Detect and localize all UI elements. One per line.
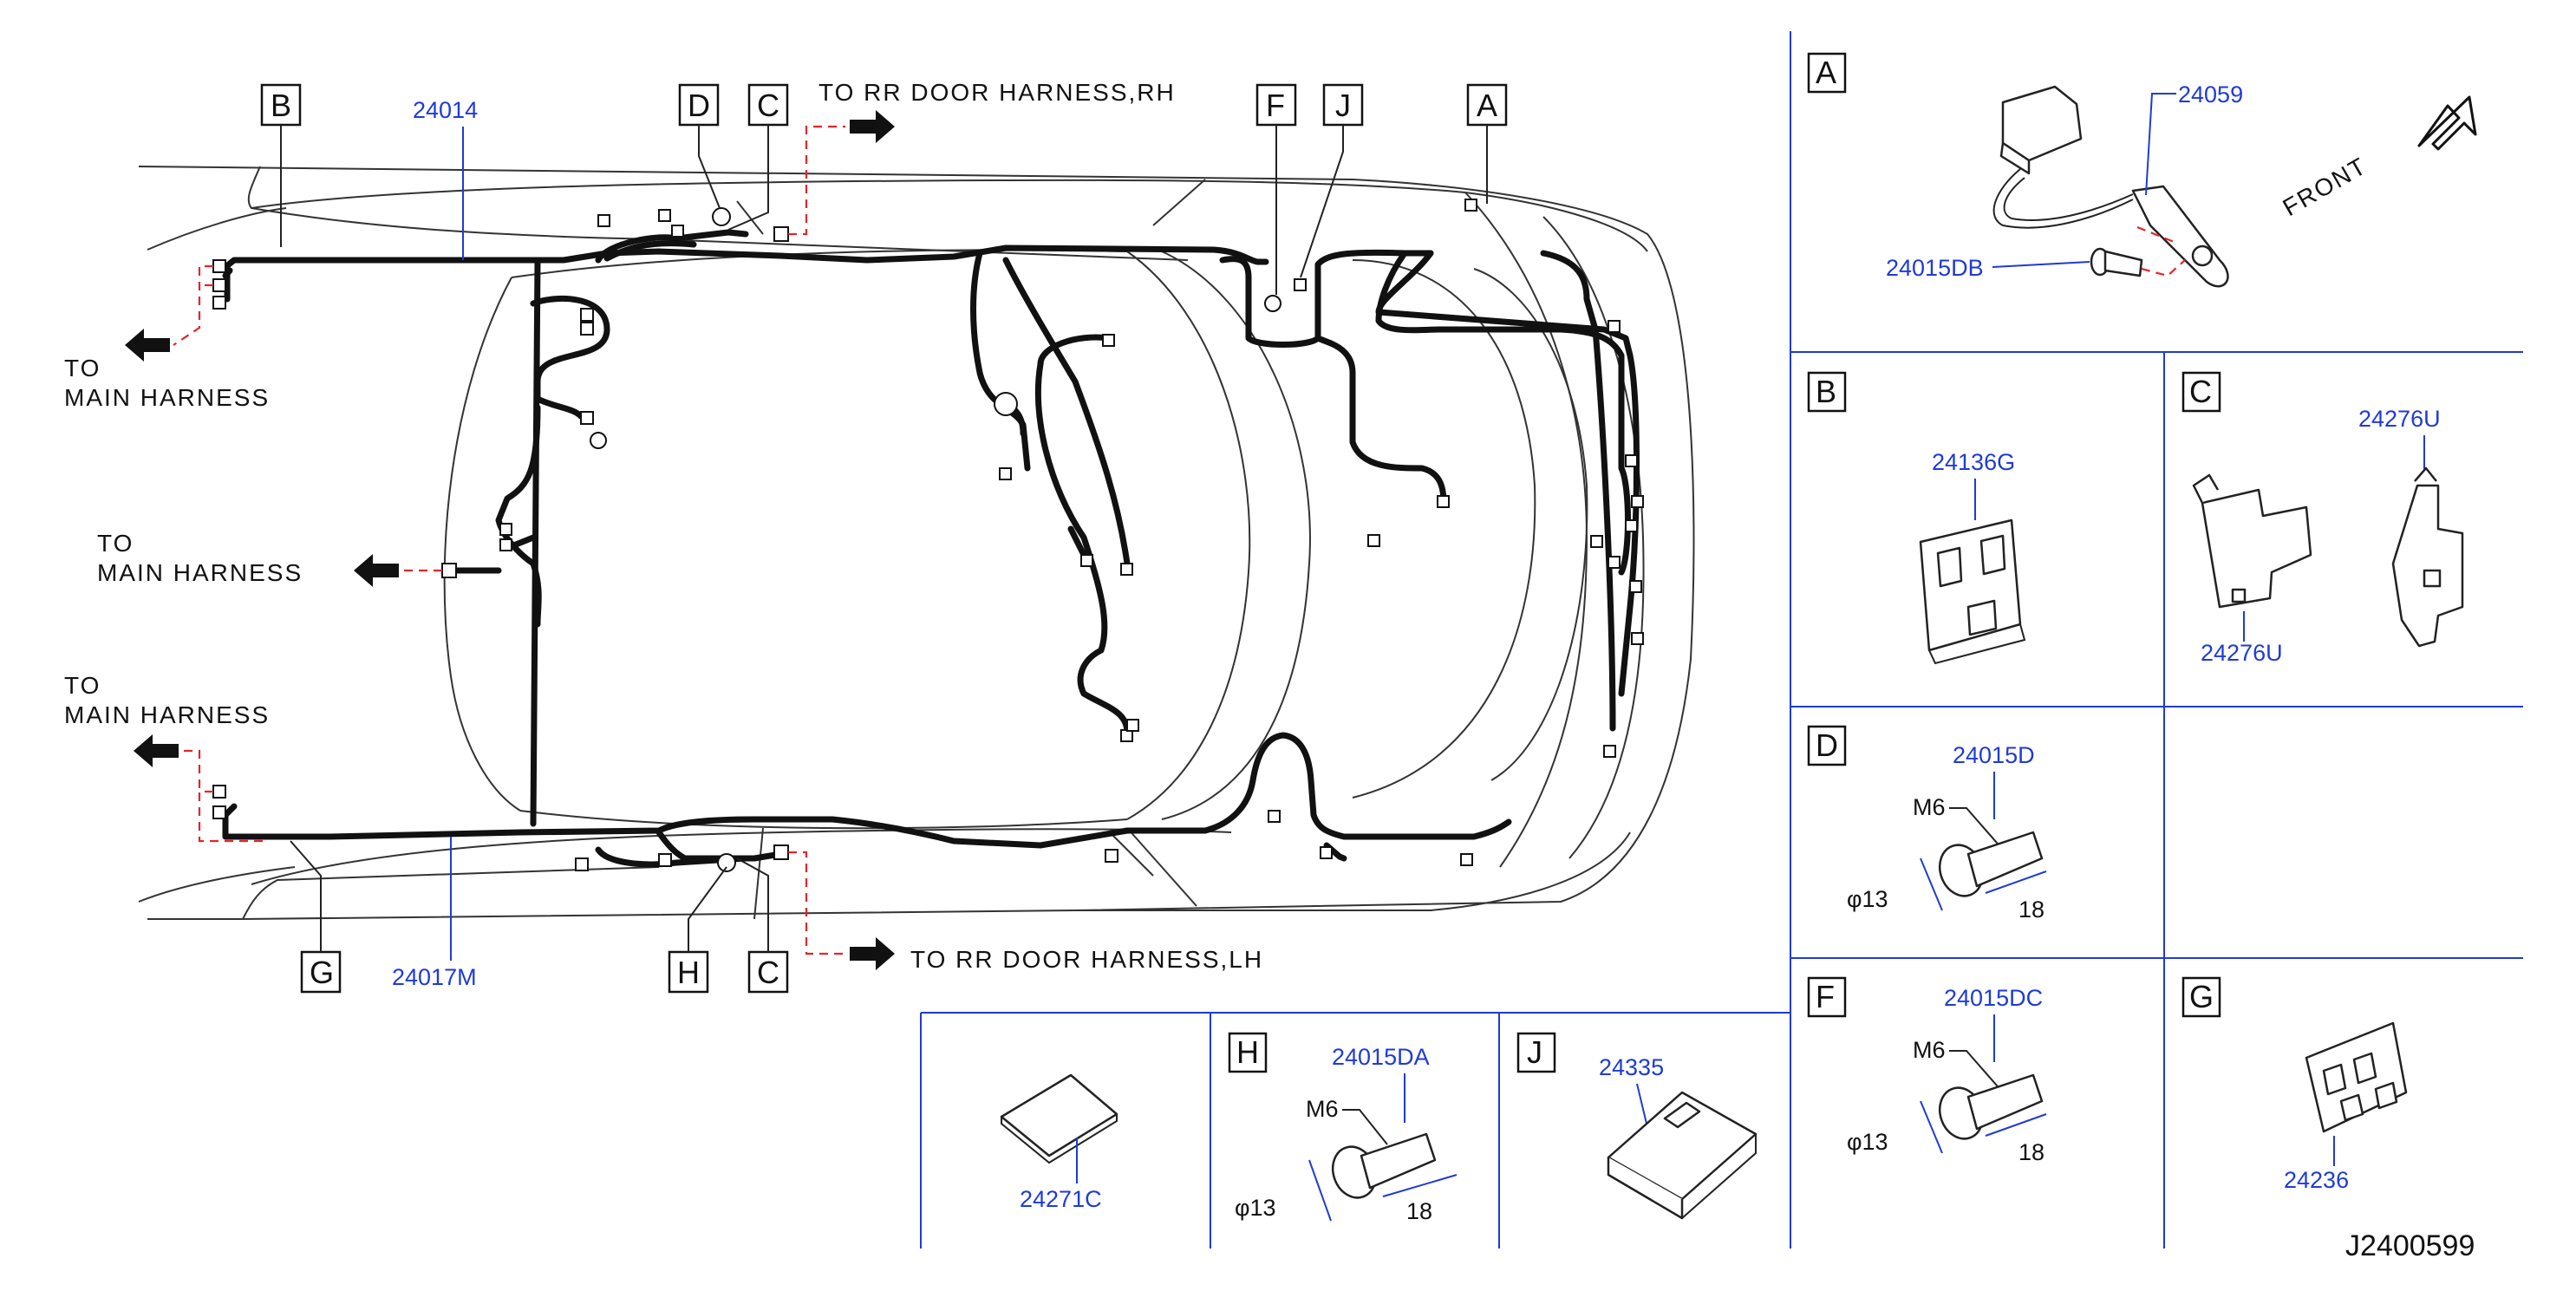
arrow-main-bottom: [134, 734, 179, 767]
panel-h-length: 18: [1406, 1198, 1432, 1224]
panel-b-letter: B: [1816, 374, 1836, 409]
panel-h-thread: M6: [1306, 1096, 1339, 1122]
panel-h-part: 24015DA: [1332, 1044, 1430, 1070]
bracket-24276u-right: [2391, 466, 2464, 648]
panel-f-length: 18: [2018, 1139, 2044, 1165]
label-rr-door-rh: TO RR DOOR HARNESS,RH: [818, 79, 1176, 106]
panel-f-part: 24015DC: [1944, 985, 2043, 1011]
direction-arrows: [125, 110, 895, 970]
panel-g-letter: G: [2189, 979, 2214, 1014]
panel-c-part-2: 24276U: [2358, 406, 2441, 432]
panel-h-letter: H: [1236, 1034, 1259, 1070]
part-24014-label: 24014: [413, 97, 478, 123]
panel-d-length: 18: [2018, 897, 2044, 923]
label-rr-door-lh: TO RR DOOR HARNESS,LH: [910, 946, 1263, 973]
panel-j: J 24335: [1516, 1032, 1758, 1220]
label-main-top-1: TO: [64, 355, 101, 381]
callout-a: A: [1477, 88, 1497, 123]
panel-f-thread: M6: [1913, 1037, 1946, 1063]
panel-a: A 24059 24015DB FRONT: [1807, 52, 2477, 288]
harness-part-labels: 24014 24017M: [392, 97, 478, 990]
panel-c-letter: C: [2189, 374, 2212, 409]
harness-connectors: [212, 199, 1644, 872]
callout-d: D: [688, 88, 710, 123]
front-arrow-icon: [2417, 95, 2477, 151]
label-main-bottom-1: TO: [64, 672, 101, 699]
panel-d-thread: M6: [1913, 794, 1946, 820]
part-24335: [1607, 1091, 1758, 1220]
callout-h: H: [677, 955, 700, 990]
panel-c-part-1: 24276U: [2201, 640, 2283, 666]
callout-j: J: [1335, 88, 1351, 123]
callout-f: F: [1266, 88, 1285, 123]
clip-24236: [2305, 1021, 2408, 1133]
bracket-24276u-left: [2192, 473, 2312, 609]
bolt-24015dc: [1938, 1073, 2044, 1140]
panel-f-diameter: φ13: [1847, 1129, 1888, 1155]
panel-d-diameter: φ13: [1847, 886, 1888, 912]
arrow-main-mid: [354, 554, 399, 587]
panel-d: D 24015D M6 φ13 18: [1807, 725, 2047, 923]
panel-tape-part: 24271C: [1020, 1186, 1102, 1212]
panel-b: B 24136G: [1807, 371, 2026, 665]
arrow-rr-rh: [850, 110, 895, 143]
detail-grid-lines: [920, 31, 2523, 1249]
direction-labels: TO RR DOOR HARNESS,RH TO RR DOOR HARNESS…: [64, 79, 1263, 973]
panel-a-part-1: 24059: [2178, 82, 2243, 108]
panel-tape: 24271C: [1000, 1073, 1118, 1212]
panel-f-letter: F: [1816, 979, 1835, 1014]
wiring-harness: [222, 229, 1640, 868]
car-callouts: B D C F J A G H C: [260, 83, 1508, 994]
callout-g: G: [310, 955, 334, 990]
label-main-mid-1: TO: [97, 530, 134, 557]
clip-24136g: [1919, 518, 2026, 665]
bolt-24015da: [1331, 1132, 1437, 1199]
panel-g-part: 24236: [2284, 1167, 2349, 1193]
panel-c: C 24276U 24276U: [2181, 371, 2464, 666]
panel-g: G 24236: [2181, 976, 2408, 1193]
red-dashed-leads: [173, 125, 845, 955]
panel-a-part-2: 24015DB: [1886, 255, 1984, 281]
callout-b: B: [271, 88, 291, 123]
car-body-outline: [138, 166, 1695, 920]
panel-a-letter: A: [1816, 55, 1836, 90]
label-main-top-2: MAIN HARNESS: [64, 384, 270, 411]
panel-d-letter: D: [1816, 727, 1838, 763]
panel-h: H 24015DA M6 φ13 18: [1228, 1032, 1458, 1224]
panel-f: F 24015DC M6 φ13 18: [1807, 976, 2047, 1165]
sensor-part-24059: [1992, 85, 2229, 288]
arrow-main-top: [125, 329, 170, 362]
part-24017m-label: 24017M: [392, 964, 477, 990]
callout-c-bottom: C: [757, 955, 779, 990]
label-main-mid-2: MAIN HARNESS: [97, 559, 303, 586]
arrow-rr-lh: [850, 937, 895, 970]
panel-h-diameter: φ13: [1235, 1195, 1276, 1221]
bolt-24015d: [1938, 831, 2044, 897]
reference-code: J2400599: [2345, 1229, 2475, 1262]
panel-b-part: 24136G: [1932, 449, 2015, 475]
panel-j-letter: J: [1527, 1034, 1542, 1070]
label-main-bottom-2: MAIN HARNESS: [64, 701, 270, 728]
panel-d-part: 24015D: [1953, 742, 2035, 768]
bolt-24015db: [2090, 247, 2143, 277]
callout-c-top: C: [757, 88, 779, 123]
panel-j-part: 24335: [1599, 1054, 1664, 1080]
front-label: FRONT: [2279, 152, 2372, 221]
